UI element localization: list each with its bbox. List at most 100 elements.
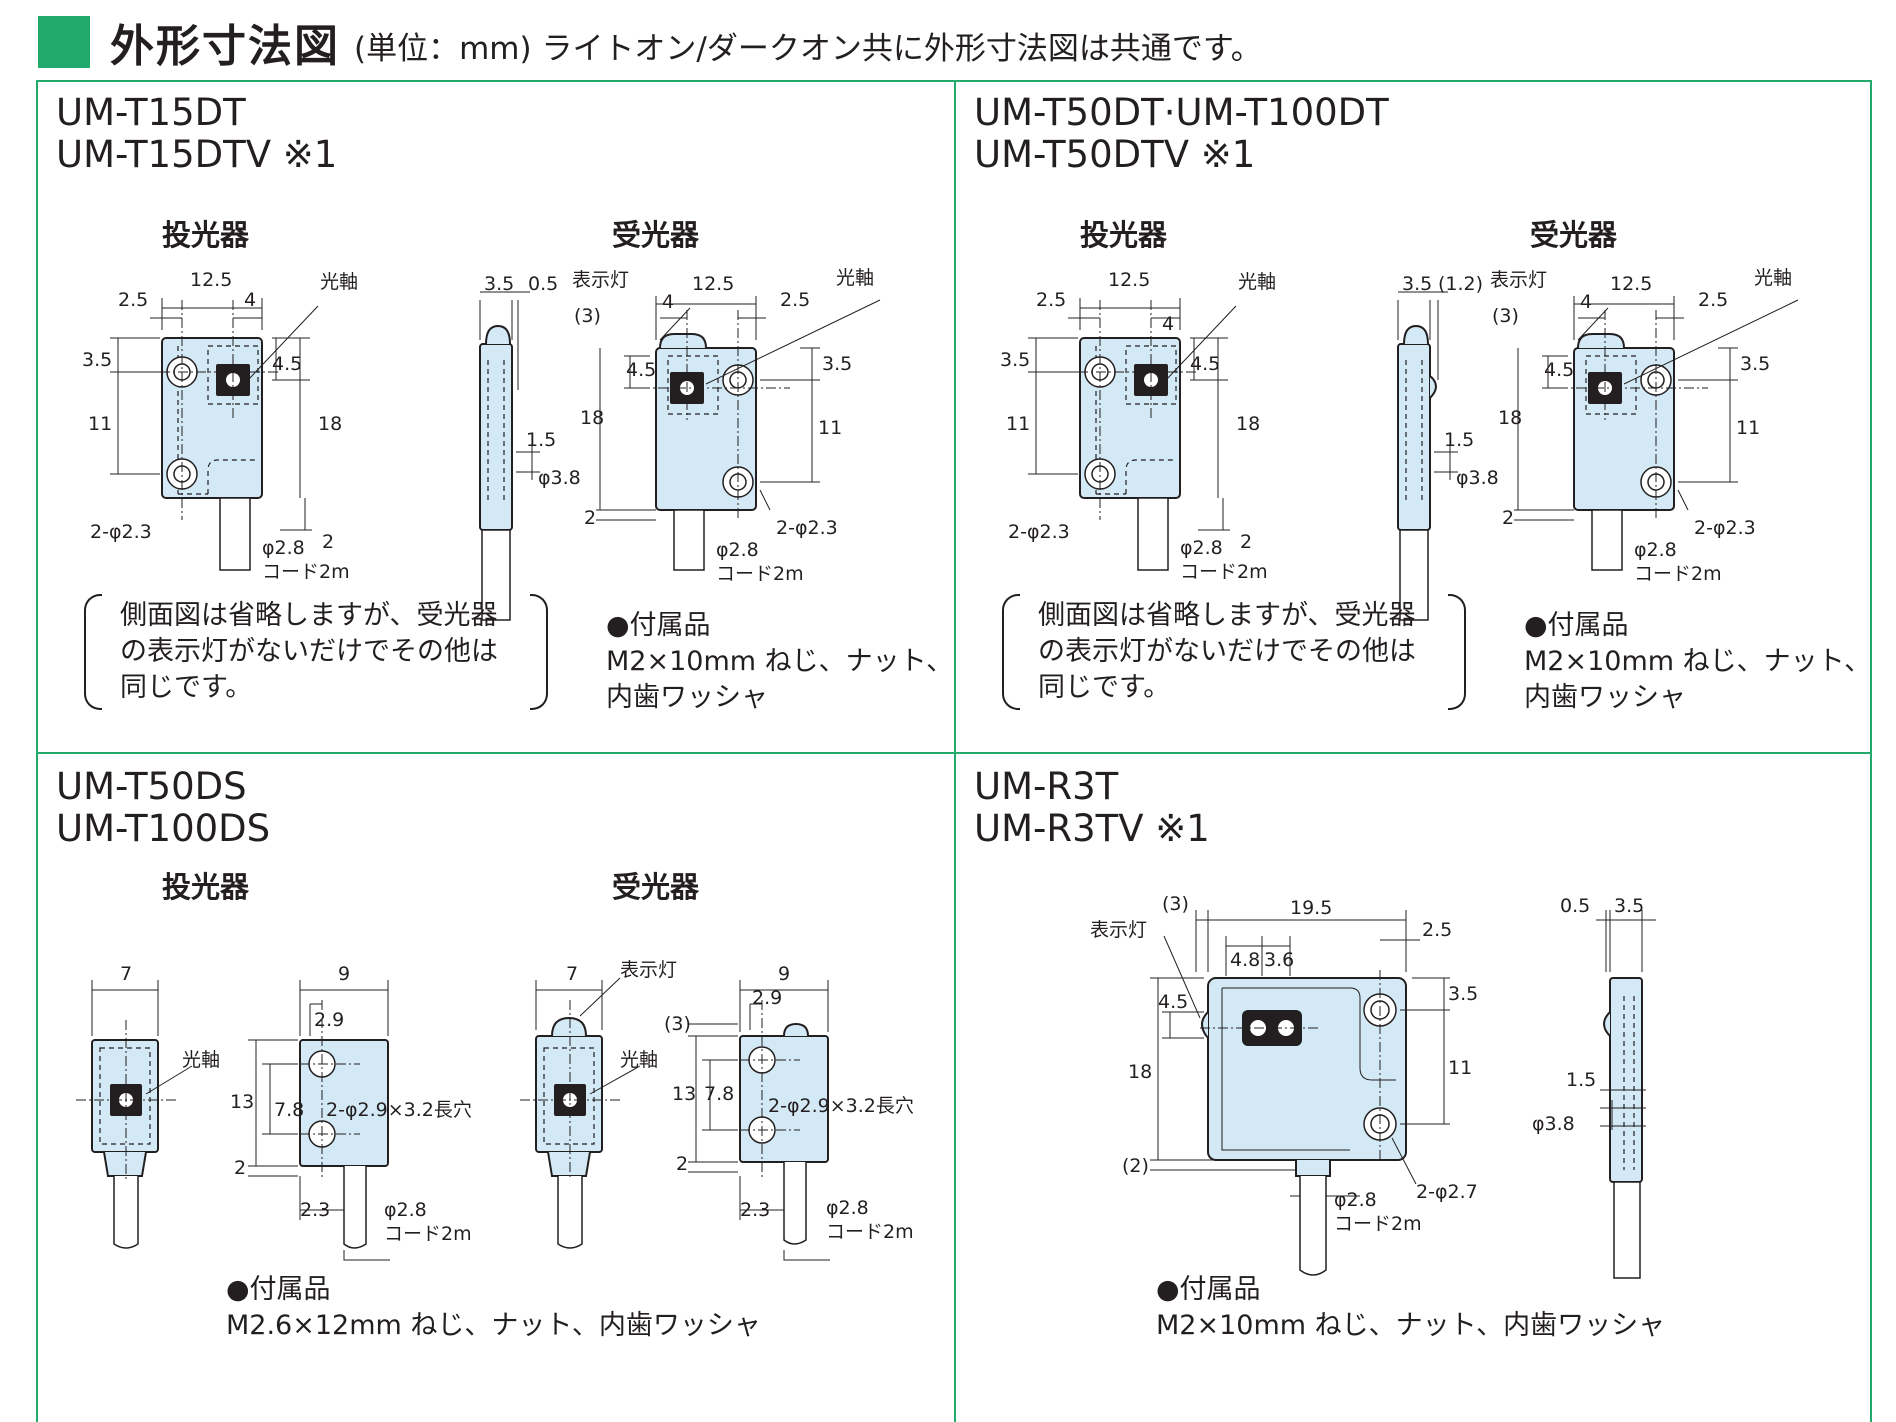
grid-divider-vertical [954,80,956,1422]
dim-text: 2.3 [740,1199,770,1221]
dim-text: (3) [574,305,601,327]
dim-text: 11 [1006,413,1030,435]
dim-text: 2 [234,1157,246,1179]
dim-text: 13 [672,1083,696,1105]
dim-text: 11 [88,413,112,435]
model-name: UM-T50DTV ※1 [974,133,1256,176]
green-square-icon [38,16,90,68]
dim-text: 18 [1236,413,1260,435]
section-header: 外形寸法図 (単位：mm) ライトオン/ダークオン共に外形寸法図は共通です。 [38,12,1262,72]
panel1-receiver-label: 受光器 [612,218,700,252]
indicator-label: 表示灯 [572,269,629,291]
dim-text: 9 [778,963,790,985]
dim-text: φ2.8 [1634,539,1677,561]
dim-text: 1.5 [526,429,556,451]
dim-text: コード2m [1180,561,1268,583]
dim-text: 2-φ2.3 [90,521,152,543]
panel2-accessory: ●付属品 M2×10mm ねじ、ナット、 内歯ワッシャ [1524,608,1871,716]
dim-text: φ2.8 [716,539,759,561]
indicator-label: 表示灯 [1490,269,1547,291]
model-name: UM-R3T [974,765,1119,808]
dim-text: 2-φ2.3 [776,517,838,539]
indicator-label: 表示灯 [1090,919,1147,941]
dim-text: 4 [244,289,256,311]
dim-text: 2.5 [780,289,810,311]
dim-text: 7 [120,963,132,985]
accessory-title: ●付属品 [226,1274,331,1305]
dim-text: 4.5 [626,359,656,381]
side-view: 3.5 (1.2) 1.5 φ3.8 [1397,273,1499,621]
emitter-back-view: 9 2.9 13 7.8 2-φ2.9×3.2長穴 2 2.3 φ2.8 コード… [230,963,472,1261]
section-title: 外形寸法図 [110,21,340,72]
axis-label: 光軸 [1238,271,1276,293]
accessory-line: 内歯ワッシャ [1524,682,1686,713]
dim-text: 2.3 [300,1199,330,1221]
side-view: 3.5 0.5 1.5 φ3.8 [479,273,581,621]
dim-text: 0.5 [1560,895,1590,917]
dim-text: 2.9 [752,987,782,1009]
dim-text: 9 [338,963,350,985]
dim-text: 7.8 [274,1099,304,1121]
axis-label: 光軸 [1754,267,1792,289]
model-name: UM-T50DS [56,765,247,808]
receiver-back-view: 9 2.9 (3) 13 7.8 2-φ2.9×3.2長穴 2 2.3 φ2.8… [664,963,914,1261]
axis-label: 光軸 [182,1049,220,1071]
dim-text: 2.9 [314,1009,344,1031]
axis-label: 光軸 [836,267,874,289]
dim-text: コード2m [1634,563,1722,585]
dim-text: コード2m [384,1223,472,1245]
side-view: 0.5 3.5 1.5 φ3.8 [1532,895,1656,1279]
accessory-line: M2×10mm ねじ、ナット、 [606,646,954,677]
dim-text: 4.5 [1158,991,1188,1013]
dim-text: 2.5 [1036,289,1066,311]
dim-text: 2-φ2.9×3.2長穴 [768,1095,914,1117]
model-name: UM-T15DT [56,91,246,134]
accessory-title: ●付属品 [1156,1274,1261,1305]
dim-text: 4.5 [1544,359,1574,381]
model-name: UM-T15DTV ※1 [56,133,338,176]
panel4-drawing: (3) 19.5 表示灯 2.5 4.8 3.6 4.5 3.5 18 11 (… [1090,893,1656,1279]
dim-text: 3.5 [1402,273,1432,295]
dim-text: 2 [322,531,334,553]
accessory-title: ●付属品 [1524,610,1629,641]
dim-text: 2-φ2.3 [1008,521,1070,543]
dim-text: コード2m [826,1221,914,1243]
dim-text: 18 [1128,1061,1152,1083]
panel1-models: UM-T15DT UM-T15DTV ※1 [56,92,337,176]
dim-text: φ2.8 [384,1199,427,1221]
dim-text: 2 [584,507,596,529]
model-name: UM-T100DS [56,807,271,850]
dim-text: 11 [1736,417,1760,439]
accessory-line: M2.6×12mm ねじ、ナット、内歯ワッシャ [226,1310,761,1341]
emitter-front-view: 7 光軸 [76,963,220,1249]
dim-text: φ2.8 [262,537,305,559]
dim-text: (3) [1162,893,1189,915]
panel4-accessory: ●付属品 M2×10mm ねじ、ナット、内歯ワッシャ [1156,1272,1665,1344]
axis-label: 光軸 [620,1049,658,1071]
emitter-front-view: 12.5 2.5 4 光軸 3.5 11 4.5 18 2-φ2.3 φ2.8 … [82,269,358,583]
panel2-note: 側面図は省略しますが、受光器の表示灯がないだけでその他は同じです。 [1002,594,1466,710]
section-subtitle: (単位：mm) ライトオン/ダークオン共に外形寸法図は共通です。 [354,30,1262,67]
accessory-line: M2×10mm ねじ、ナット、 [1524,646,1872,677]
model-name: UM-R3TV ※1 [974,807,1210,850]
dim-text: 7 [566,963,578,985]
dim-text: φ2.8 [826,1197,869,1219]
panel3-drawing: 7 光軸 9 2.9 13 7.8 2-φ2.9×3.2長穴 2 2.3 φ2.… [76,959,914,1261]
dim-text: 3.5 [1000,349,1030,371]
dim-text: 2 [1240,531,1252,553]
panel3-models: UM-T50DS UM-T100DS [56,766,270,850]
dim-text: コード2m [716,563,804,585]
dim-text: 4 [1580,291,1592,313]
emitter-front-view: 12.5 2.5 4 光軸 3.5 11 4.5 18 2-φ2.3 φ2.8 … [1000,269,1276,583]
dim-text: φ2.8 [1334,1189,1377,1211]
panel2-drawing: 12.5 2.5 4 光軸 3.5 11 4.5 18 2-φ2.3 φ2.8 … [1000,267,1799,621]
dim-text: 3.5 [1614,895,1644,917]
dim-text: 2.5 [118,289,148,311]
dim-text: (2) [1122,1155,1149,1177]
dim-text: 3.5 [1448,983,1478,1005]
dim-text: φ3.8 [1456,467,1499,489]
model-name: UM-T50DT·UM-T100DT [974,91,1389,134]
panel2-models: UM-T50DT·UM-T100DT UM-T50DTV ※1 [974,92,1389,176]
grid-divider-horizontal [36,752,1872,754]
dim-text: (3) [664,1013,691,1035]
